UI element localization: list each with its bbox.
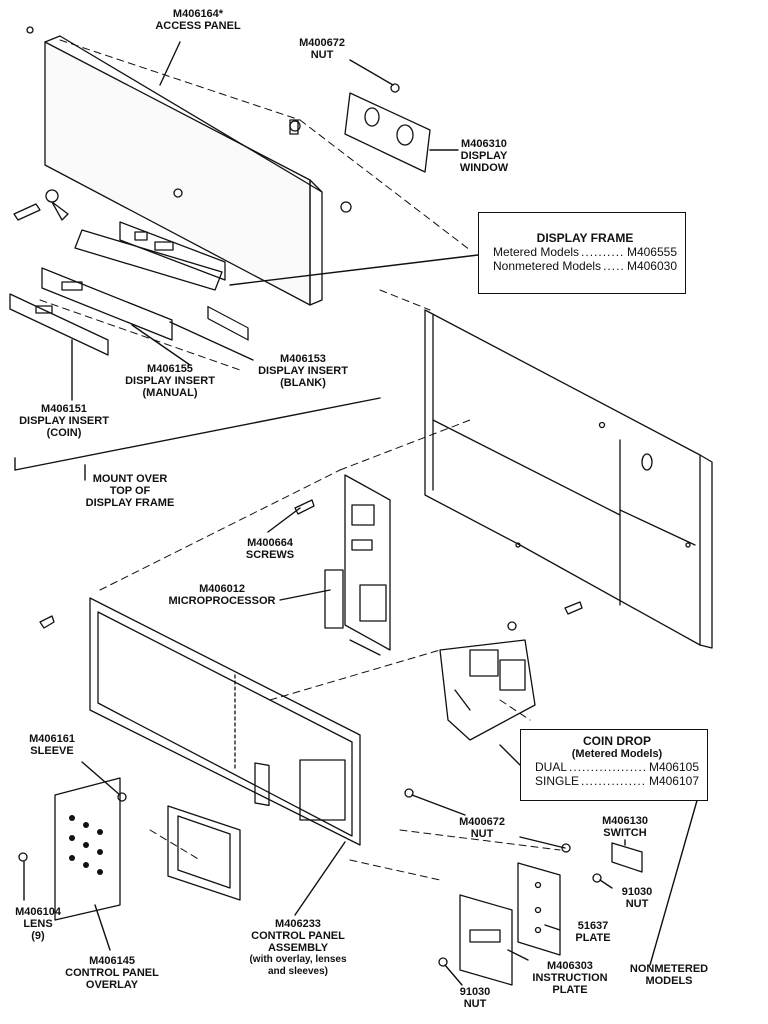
coin-drop-box: COIN DROP (Metered Models) DUAL ........… — [520, 729, 708, 801]
display-frame-row-metered: Metered Models .........................… — [493, 245, 677, 259]
plates-drawing — [404, 788, 643, 986]
display-frame-title: DISPLAY FRAME — [536, 231, 634, 245]
coin-drop-row-single: SINGLE .............................. M4… — [535, 774, 699, 788]
cabinet-drawing — [424, 309, 713, 649]
display-frame-box: DISPLAY FRAME Metered Models ...........… — [478, 212, 686, 294]
coin-drop-drawing — [439, 601, 583, 741]
overlay-drawing — [18, 777, 127, 921]
alignment-lines — [39, 39, 561, 881]
bezel-drawing — [167, 805, 241, 901]
label-cp-assembly-note-2: and sleeves) — [267, 966, 329, 977]
leader-lines — [14, 41, 701, 986]
display-inserts-drawing — [9, 267, 173, 356]
display-frame-drawing — [74, 221, 226, 291]
control-panel-frame-drawing — [39, 597, 361, 846]
display-frame-row-nonmetered: Nonmetered Models ......................… — [493, 259, 677, 273]
hardware-drawing — [13, 26, 400, 221]
coin-drop-row-dual: DUAL .............................. M406… — [535, 760, 699, 774]
label-cp-assembly-note-1: (with overlay, lenses — [249, 954, 347, 965]
microprocessor-drawing — [294, 474, 391, 656]
display-window-drawing — [344, 92, 431, 173]
label-access-panel: M406164*ACCESS PANEL — [155, 8, 241, 32]
access-panel-drawing — [44, 35, 323, 341]
coin-drop-subtitle: (Metered Models) — [571, 748, 663, 760]
coin-drop-title: COIN DROP — [582, 734, 651, 748]
